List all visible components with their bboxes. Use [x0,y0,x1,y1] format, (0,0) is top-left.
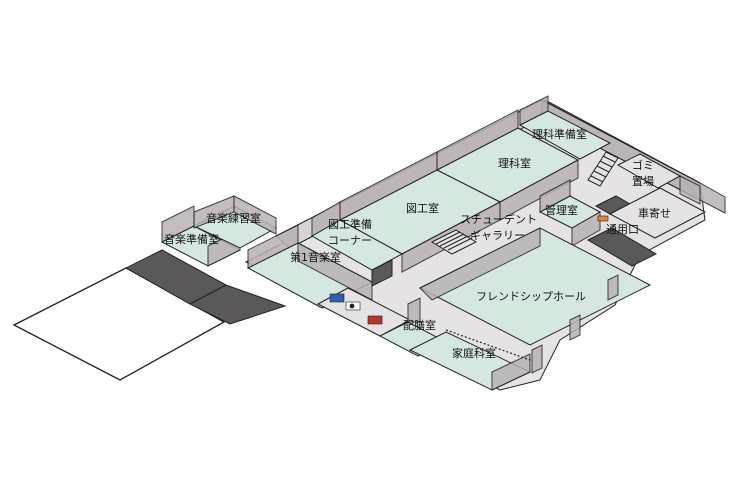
label-gomi-2: 置場 [632,175,654,188]
friendship-hall-pillar-1 [607,274,619,301]
kuruma-area [608,187,707,239]
label-zuko-junbi-2: コーナー [328,234,372,247]
label-rika-junbi: 理科準備室 [532,127,587,141]
terrace-dark-2 [188,284,287,325]
label-kanri: 管理室 [545,203,578,217]
outdoor-area [12,267,226,381]
label-gomi-1: ゴミ [632,158,654,172]
label-ongaku-renshu: 音楽練習室 [206,211,261,225]
rika-junbi-wall [519,95,549,126]
label-zuko-junbi-1: 図工準備 [328,217,372,231]
label-student-gallery-2: ギャラリー [470,229,525,242]
label-ongaku-1: 第1音楽室 [290,250,341,264]
katei-front-wall [491,353,531,391]
katei-dotted-line [445,329,531,361]
label-kuruma: 車寄せ [638,206,671,220]
stairs-icon-2 [587,151,619,187]
label-ongaku-junbi: 音楽準備室 [164,232,219,246]
friendship-hall-pillar-3 [531,344,543,374]
gomi-wall [679,175,701,205]
haizen-wall [407,297,421,323]
friendship-hall-back-wall [419,227,541,301]
label-student-gallery-1: スチューデント [460,212,537,226]
friendship-hall-pillar-2 [569,314,581,341]
label-zuko: 図工室 [406,201,439,215]
label-katei: 家庭科室 [452,346,496,360]
door-icon [597,215,609,222]
tsuyo-dark [586,227,658,267]
wheelchair-icon [349,303,355,309]
ongaku-renshu-wall-r [233,195,277,235]
label-rika: 理科室 [498,156,531,170]
label-tsuyo: 通用口 [606,223,639,236]
kanri-front-wall [571,211,601,247]
label-friendship-hall: フレンドシップホール [476,290,586,303]
zuko-junbi-dark [371,259,393,287]
kanri-wall [539,179,571,213]
label-haizen: 配膳室 [403,318,436,332]
stairs-icon [430,229,478,255]
zuko-junbi-wall [311,201,341,237]
